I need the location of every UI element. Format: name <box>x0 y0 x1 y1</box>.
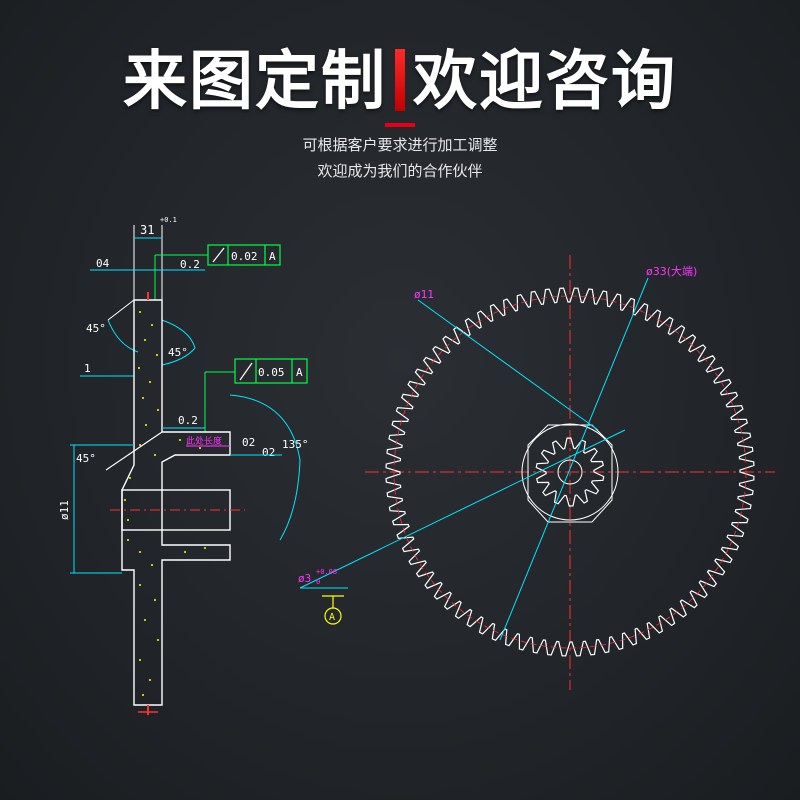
note-label: 此处长度 <box>186 435 222 447</box>
subtitle-line-2: 欢迎成为我们的合作伙伴 <box>317 162 483 180</box>
tolerance-2-value: 0.05 <box>258 366 285 379</box>
label-phi3-tol-low: 0 <box>316 578 320 586</box>
headline-separator <box>395 49 405 111</box>
label-phi3: ø3 <box>298 572 311 585</box>
label-phi11: ø11 <box>414 288 434 301</box>
accent-line <box>385 123 415 127</box>
headline: 来图定制欢迎咨询 <box>0 30 800 122</box>
headline-part-1: 来图定制 <box>123 45 387 119</box>
large-gear-teeth <box>385 287 755 657</box>
dim-45-right: 45° <box>168 346 188 359</box>
tolerance-2-datum: A <box>296 366 303 379</box>
dim-45-upper: 45° <box>86 322 106 335</box>
dim-45-lower: 45° <box>76 452 96 465</box>
bore-circle <box>557 459 583 485</box>
subtitle-line-1: 可根据客户要求进行加工调整 <box>302 136 498 154</box>
dim-top-width-tol: +0.1 <box>160 216 177 224</box>
dim-04: 04 <box>96 257 110 270</box>
tolerance-1-value: 0.02 <box>231 250 258 263</box>
large-gear-pitch-circle <box>393 295 747 649</box>
gear-view: ø11 ø33(大端) ø3 +0.08 0 A <box>298 255 775 690</box>
section-hatching <box>124 311 206 696</box>
headline-part-2: 欢迎咨询 <box>413 45 677 119</box>
dim-phi11-left: ø11 <box>58 500 71 520</box>
dim-02-a: 02 <box>242 436 255 449</box>
tolerance-frame-2: 0.05 A <box>204 358 308 432</box>
small-gear-outer <box>521 423 619 521</box>
dim-top-width: 31 <box>140 223 154 237</box>
shaft-section: 31 +0.1 04 0.2 0.02 A 45° 45° 1 <box>58 216 309 715</box>
label-phi3-tol: +0.08 <box>316 568 337 576</box>
datum-a-symbol: A <box>322 595 344 625</box>
small-gear-teeth <box>535 437 605 507</box>
datum-a-letter: A <box>329 612 335 623</box>
dim-02-b: 02 <box>262 446 275 459</box>
label-phi33: ø33(大端) <box>646 264 697 278</box>
tolerance-1-datum: A <box>269 250 276 263</box>
dim-135: 135° <box>282 438 309 451</box>
dim-1: 1 <box>84 362 91 375</box>
dim-0-2-top: 0.2 <box>180 258 200 271</box>
tolerance-frame-1: 0.02 A <box>207 244 281 266</box>
dim-0-2-mid: 0.2 <box>178 414 198 427</box>
shaft-outline <box>121 299 231 706</box>
